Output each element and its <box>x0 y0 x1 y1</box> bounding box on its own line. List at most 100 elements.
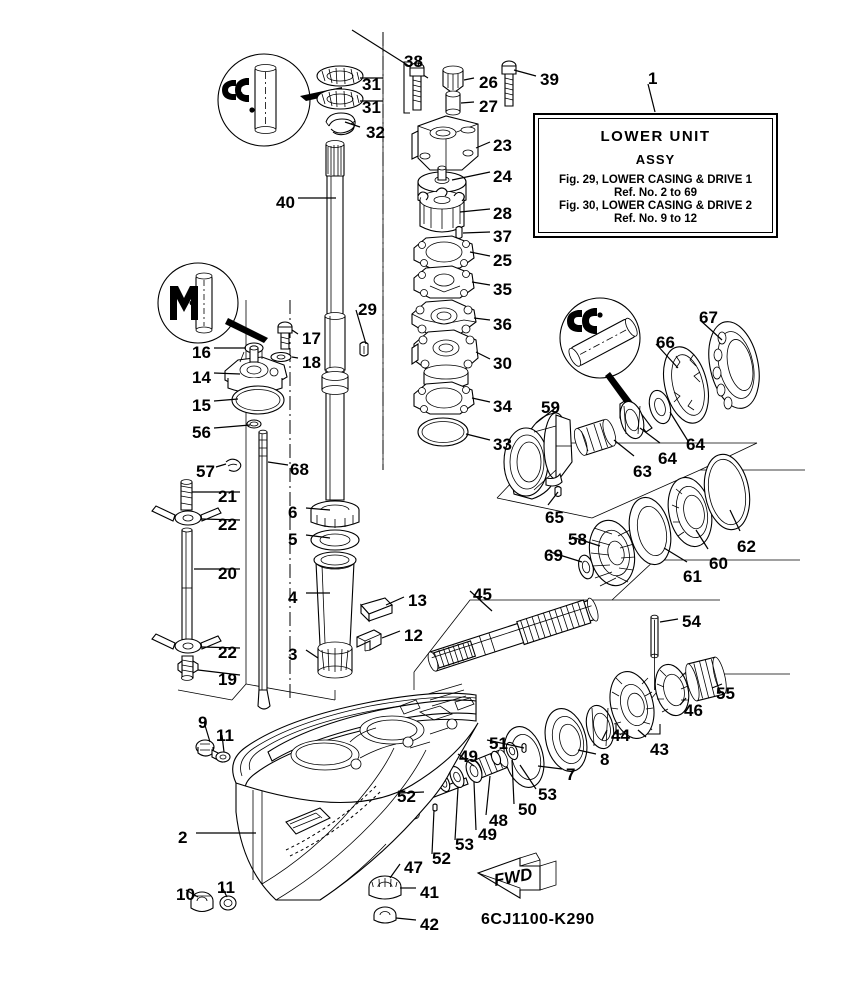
legend-fig-2-ref: Ref. No. 9 to 12 <box>613 213 698 225</box>
callout-22: 22 <box>218 515 237 534</box>
propeller-shaft-housing <box>503 321 760 500</box>
callout-41: 41 <box>420 883 439 902</box>
legend-title: LOWER UNIT <box>600 128 711 145</box>
prop-nut-washer <box>368 875 402 924</box>
callout-43: 43 <box>650 740 669 759</box>
callout-44: 44 <box>611 726 630 745</box>
callout-33: 33 <box>493 435 512 454</box>
callout-68: 68 <box>290 460 309 479</box>
callout-18: 18 <box>302 353 321 372</box>
part-code-label: 6CJ1100-K290 <box>481 911 595 928</box>
callout-38: 38 <box>404 52 423 71</box>
callout-53: 53 <box>538 785 557 804</box>
callout-10: 10 <box>176 885 195 904</box>
callout-50: 50 <box>518 800 537 819</box>
callout-57: 57 <box>196 462 215 481</box>
callout-4: 4 <box>288 588 298 607</box>
callout-34: 34 <box>493 397 512 416</box>
callout-67: 67 <box>699 308 718 327</box>
callout-29: 29 <box>358 300 377 319</box>
callout-39: 39 <box>540 70 559 89</box>
legend-fig-1: Fig. 29, LOWER CASING & DRIVE 1 <box>559 174 752 186</box>
callout-12: 12 <box>404 626 423 645</box>
callout-19: 19 <box>218 670 237 689</box>
callout-23: 23 <box>493 136 512 155</box>
callout-51: 51 <box>489 734 508 753</box>
legend-fig-2: Fig. 30, LOWER CASING & DRIVE 2 <box>559 200 752 212</box>
callout-9: 9 <box>198 713 208 732</box>
callout-leader-lines <box>185 57 741 921</box>
callout-14: 14 <box>192 368 211 387</box>
forward-gear-assembly <box>503 614 727 788</box>
callout-30: 30 <box>493 354 512 373</box>
callout-37: 37 <box>493 227 512 246</box>
legend-box: LOWER UNIT ASSY Fig. 29, LOWER CASING & … <box>533 113 778 238</box>
callout-5: 5 <box>288 530 298 549</box>
callout-45: 45 <box>473 585 492 604</box>
callout-46: 46 <box>684 701 703 720</box>
group-divider-lines <box>289 32 384 700</box>
shift-rod-assembly <box>225 429 271 710</box>
callout-24: 24 <box>493 167 512 186</box>
callout-59: 59 <box>541 398 560 417</box>
legend-fig-1-ref: Ref. No. 2 to 69 <box>613 187 698 199</box>
callout-58: 58 <box>568 530 587 549</box>
callout-1: 1 <box>648 69 658 88</box>
callout-49: 49 <box>459 747 478 766</box>
callout-3: 3 <box>288 645 298 664</box>
detail-bubble-grease-right <box>559 297 653 433</box>
callout-17: 17 <box>302 329 321 348</box>
callout-11: 11 <box>216 726 234 745</box>
trim-rod-assembly <box>151 479 222 681</box>
callout-52b: 52 <box>432 849 451 868</box>
callout-49b: 49 <box>478 825 497 844</box>
callout-26: 26 <box>479 73 498 92</box>
callout-2: 2 <box>178 828 188 847</box>
callout-35: 35 <box>493 280 512 299</box>
callout-13: 13 <box>408 591 427 610</box>
detail-bubble-grease-mid <box>157 262 268 344</box>
callout-36: 36 <box>493 315 512 334</box>
callout-31: 31 <box>362 75 381 94</box>
callout-56: 56 <box>192 423 211 442</box>
callout-40: 40 <box>276 193 295 212</box>
callout-62: 62 <box>737 537 756 556</box>
driveshaft-upper-assembly <box>310 65 364 679</box>
callout-22b: 22 <box>218 643 237 662</box>
callout-20: 20 <box>218 564 237 583</box>
callout-42: 42 <box>420 915 439 934</box>
callout-61: 61 <box>683 567 702 586</box>
callout-54: 54 <box>682 612 701 631</box>
callout-63: 63 <box>633 462 652 481</box>
callout-53b: 53 <box>455 835 474 854</box>
callout-15: 15 <box>192 396 211 415</box>
callout-28: 28 <box>493 204 512 223</box>
callout-48: 48 <box>489 811 508 830</box>
callout-25: 25 <box>493 251 512 270</box>
callout-66: 66 <box>656 333 675 352</box>
key-and-shoe <box>356 597 393 652</box>
callout-32: 32 <box>366 123 385 142</box>
callout-11b: 11 <box>217 878 235 897</box>
pin-29 <box>359 341 369 357</box>
legend-subtitle: ASSY <box>635 152 676 167</box>
callout-55: 55 <box>716 684 735 703</box>
callout-52: 52 <box>397 787 416 806</box>
callout-27: 27 <box>479 97 498 116</box>
propeller-shaft <box>427 597 599 672</box>
callout-16: 16 <box>192 343 211 362</box>
callout-31b: 31 <box>362 98 381 117</box>
callout-65: 65 <box>545 508 564 527</box>
callout-8: 8 <box>600 750 610 769</box>
pinion-and-bearings <box>578 453 751 587</box>
callout-47: 47 <box>404 858 423 877</box>
callout-6: 6 <box>288 503 298 522</box>
water-pump-assembly <box>409 60 517 447</box>
callout-60: 60 <box>709 554 728 573</box>
callout-21: 21 <box>218 487 237 506</box>
callout-7: 7 <box>566 765 576 784</box>
callout-69: 69 <box>544 546 563 565</box>
callout-64b: 64 <box>686 435 705 454</box>
